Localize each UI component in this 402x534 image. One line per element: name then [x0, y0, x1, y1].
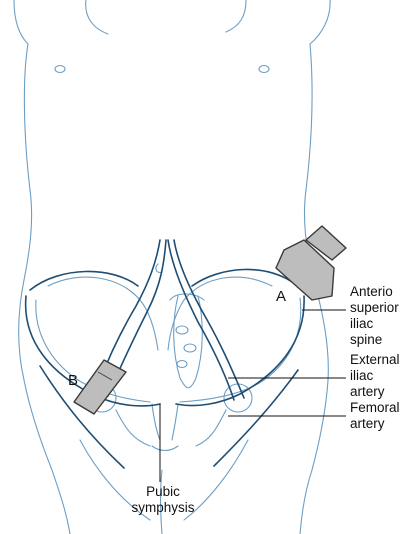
label-pubic-symphysis: Pubic symphysis [131, 484, 195, 515]
probe-label-b: B [68, 372, 79, 389]
label-femoral-artery: Femoral artery [350, 400, 400, 431]
leader-lines [159, 309, 346, 482]
arteries [24, 239, 305, 469]
probe-label-a: A [276, 288, 287, 305]
ultrasound-probe-a [275, 225, 347, 301]
ultrasound-probe-b [73, 359, 127, 415]
label-external-iliac-artery: External iliac artery [350, 352, 400, 399]
label-anterior-superior-iliac-spine: Anterio superior iliac spine [350, 284, 399, 347]
